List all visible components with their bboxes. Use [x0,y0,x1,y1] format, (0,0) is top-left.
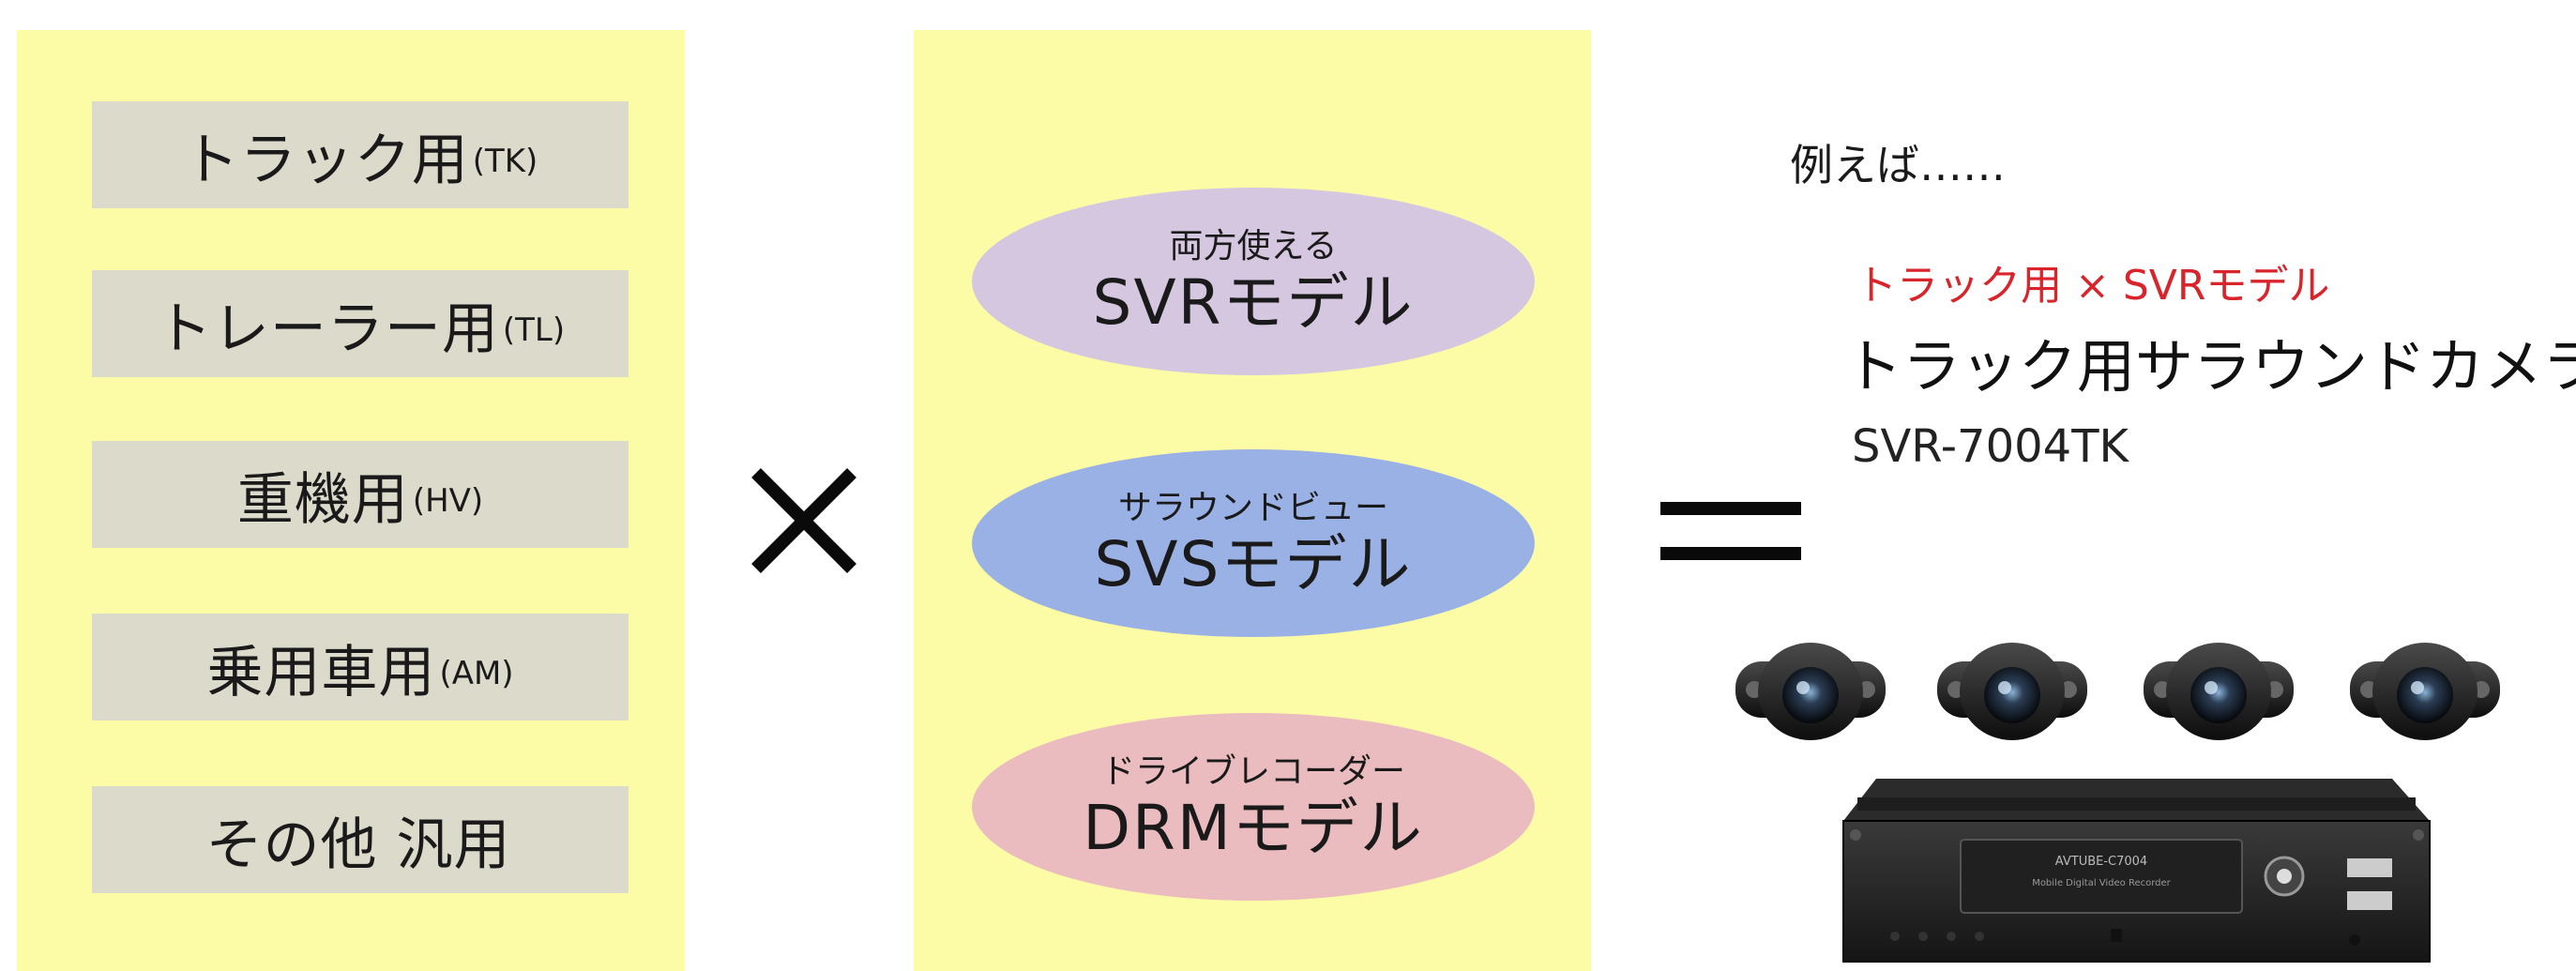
vehicle-type-heavy-machinery: 重機用(HV) [92,441,629,548]
camera-icon [1937,643,2087,740]
model-svr-ellipse: 両方使える SVRモデル [972,188,1535,375]
example-product-name: トラック用サラウンドカメラ [1844,332,2576,401]
vehicle-type-label: 乗用車用 [206,639,436,705]
video-recorder-icon: AVTUBE-C7004 Mobile Digital Video Record… [1842,779,2431,963]
equals-sign [1660,502,1801,560]
model-name: DRMモデル [1083,791,1424,864]
multiply-sign: × [751,468,856,573]
example-product-code: SVR-7004TK [1852,420,2129,473]
vehicle-type-code: (HV) [412,482,484,520]
model-subtitle: ドライブレコーダー [1100,751,1405,791]
example-combination: トラック用 × SVRモデル [1856,262,2330,310]
equals-bar-top [1660,502,1801,515]
recorder-sub-text: Mobile Digital Video Recorder [2032,878,2171,888]
vehicle-type-label: トラック用 [182,127,469,193]
vehicle-type-label: その他 汎用 [205,812,511,878]
vehicle-type-panel: トラック用(TK) トレーラー用(TL) 重機用(HV) 乗用車用(AM) その… [17,30,685,971]
product-image: AVTUBE-C7004 Mobile Digital Video Record… [1735,643,2500,963]
model-drm-ellipse: ドライブレコーダー DRMモデル [972,713,1535,901]
camera-icon [2144,643,2294,740]
recorder-model-text: AVTUBE-C7004 [2055,855,2147,869]
camera-icon [1735,643,1886,740]
vehicle-type-other: その他 汎用 [92,786,629,893]
example-intro: 例えば…… [1790,140,2006,190]
model-name: SVSモデル [1094,527,1413,600]
vehicle-type-label: 重機用 [236,466,409,533]
camera-icon [2350,643,2500,740]
model-svs-ellipse: サラウンドビュー SVSモデル [972,449,1535,637]
vehicle-type-passenger-car: 乗用車用(AM) [92,614,629,721]
vehicle-type-code: (TL) [502,311,566,349]
model-subtitle: 両方使える [1169,226,1338,266]
vehicle-type-code: (AM) [439,655,514,692]
model-name: SVRモデル [1092,266,1415,339]
equals-bar-bottom [1660,547,1801,560]
vehicle-type-truck: トラック用(TK) [92,101,629,208]
model-subtitle: サラウンドビュー [1117,488,1388,527]
model-panel: 両方使える SVRモデル サラウンドビュー SVSモデル ドライブレコーダー D… [914,30,1591,971]
vehicle-type-label: トレーラー用 [155,296,499,362]
vehicle-type-code: (TK) [472,143,538,180]
vehicle-type-trailer: トレーラー用(TL) [92,270,629,377]
